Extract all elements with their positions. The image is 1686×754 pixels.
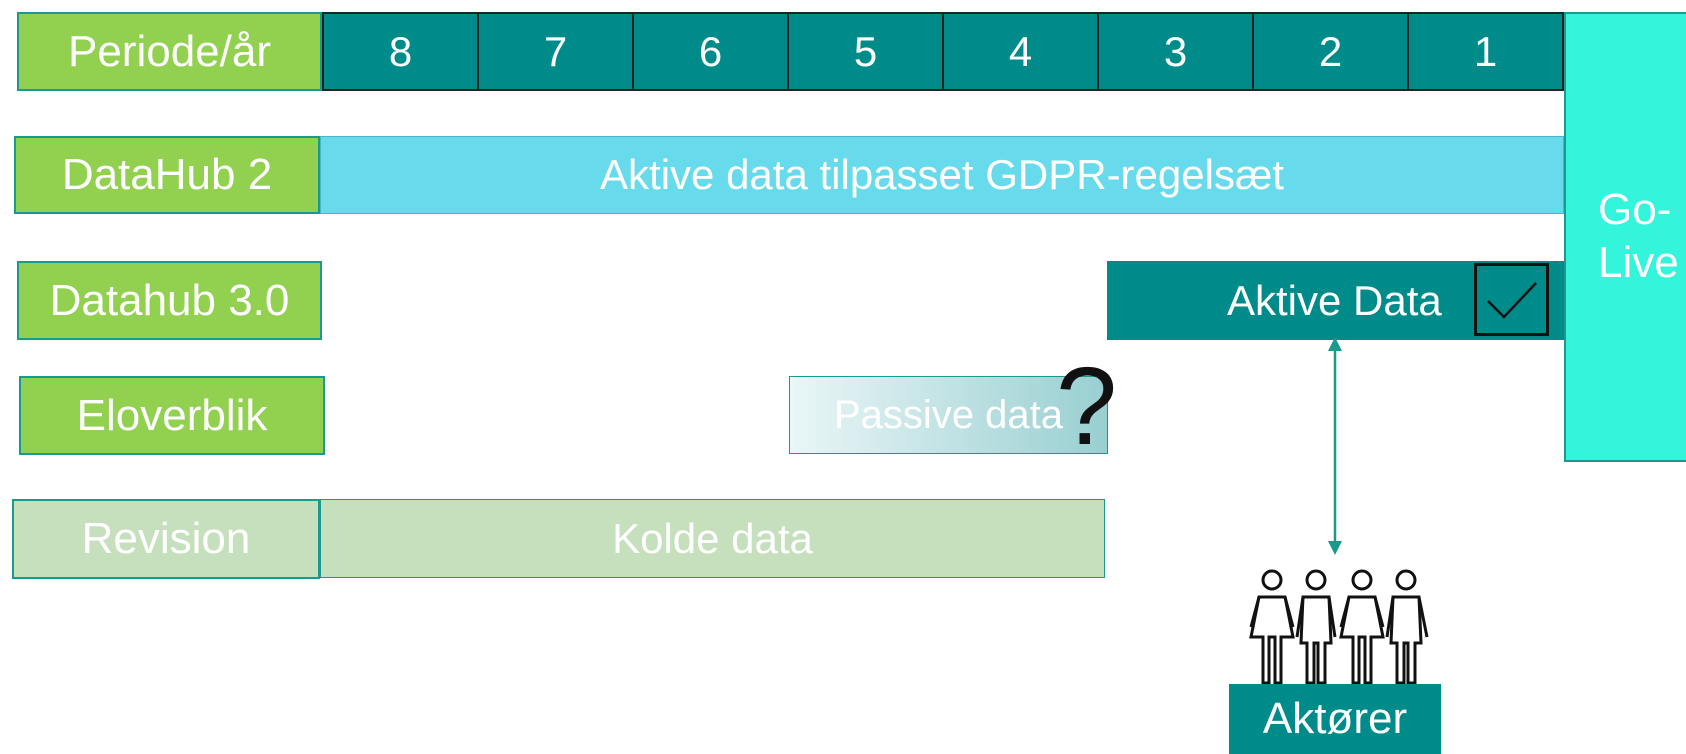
double-arrow-icon [1328, 337, 1342, 555]
period-cell: 2 [1252, 14, 1407, 89]
eloverblik-label: Eloverblik [19, 376, 325, 455]
passive-data-label: Passive data [834, 392, 1064, 437]
datahub2-label: DataHub 2 [14, 136, 320, 214]
go-live-block: Go- Live [1564, 12, 1686, 462]
period-cell: 8 [388, 27, 413, 75]
period-cell: 1 [1407, 14, 1562, 89]
check-icon [1474, 263, 1549, 336]
passive-data-bar: Passive data [789, 376, 1108, 454]
period-cell: 3 [1097, 14, 1252, 89]
gdpr-active-data-bar: Aktive data tilpasset GDPR-regelsæt [320, 136, 1564, 214]
actors-label: Aktører [1229, 684, 1441, 754]
go-live-label: Go- Live [1598, 185, 1679, 287]
people-group-icon [1249, 569, 1429, 685]
active-data-label: Aktive Data [1227, 276, 1442, 324]
period-cell: 5 [787, 14, 942, 89]
period-cell: 6 [632, 14, 787, 89]
cold-data-bar: Kolde data [320, 499, 1105, 578]
question-mark: ? [1056, 345, 1118, 468]
datahub3-label: Datahub 3.0 [17, 261, 322, 340]
period-label: Periode/år [17, 12, 322, 91]
period-row: 8 7 6 5 4 3 2 1 [322, 12, 1564, 91]
period-cell: 7 [477, 14, 632, 89]
revision-label: Revision [12, 499, 320, 579]
period-cell: 4 [942, 14, 1097, 89]
